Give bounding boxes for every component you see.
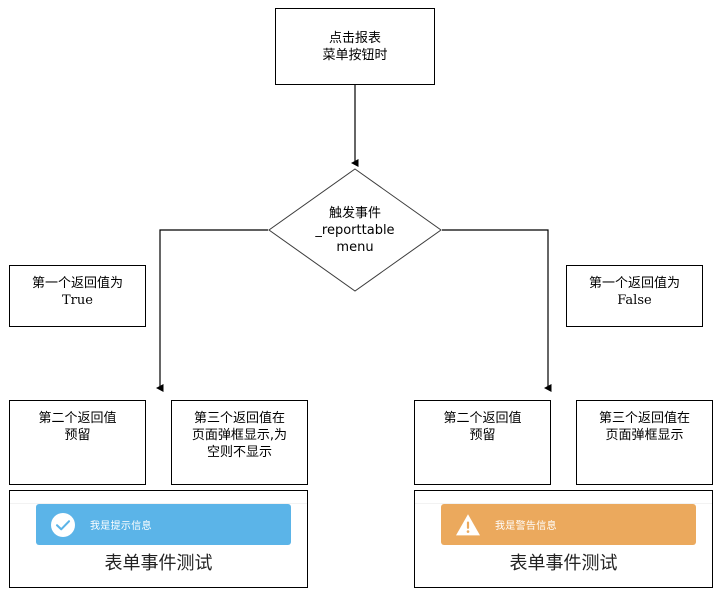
screenshot-panel-info: 我是提示信息 表单事件测试	[9, 490, 308, 588]
screenshot-warning-divider	[415, 503, 712, 504]
screenshot-panel-warning: 我是警告信息 表单事件测试	[414, 490, 713, 588]
screenshot-warning-title: 表单事件测试	[509, 553, 618, 574]
check-circle-icon	[51, 512, 75, 537]
node-decision: 触发事件 _reporttable menu	[268, 168, 442, 292]
node-right-output-third: 第三个返回值在 页面弹框显示	[576, 400, 713, 485]
toast-warning-text: 我是警告信息	[495, 521, 557, 532]
warning-triangle-icon	[456, 513, 480, 535]
node-start-label: 点击报表 菜单按钮时	[322, 30, 388, 63]
toast-warning[interactable]: 我是警告信息	[441, 504, 696, 545]
connector-decision-to-right	[442, 229, 552, 392]
connector-decision-to-left	[156, 229, 268, 392]
node-right-output-second: 第二个返回值 预留	[414, 400, 551, 485]
toast-info-text: 我是提示信息	[90, 521, 152, 532]
node-decision-label: 触发事件 _reporttable menu	[315, 205, 395, 255]
node-left-output-third-label: 第三个返回值在 页面弹框显示,为 空则不显示	[191, 411, 288, 460]
screenshot-warning-body: 我是警告信息 表单事件测试	[415, 491, 712, 587]
node-right-output-third-label: 第三个返回值在 页面弹框显示	[598, 411, 690, 443]
decision-shape	[268, 168, 442, 292]
node-right-output-second-label: 第二个返回值 预留	[443, 411, 522, 443]
node-left-output-second: 第二个返回值 预留	[9, 400, 146, 485]
screenshot-info-divider	[10, 503, 307, 504]
node-left-output-second-label: 第二个返回值 预留	[38, 411, 117, 443]
screenshot-info-title: 表单事件测试	[104, 553, 213, 574]
toast-info[interactable]: 我是提示信息	[36, 504, 291, 545]
node-start: 点击报表 菜单按钮时	[275, 8, 435, 85]
node-left-output-third: 第三个返回值在 页面弹框显示,为 空则不显示	[171, 400, 308, 485]
screenshot-info-body: 我是提示信息 表单事件测试	[10, 491, 307, 587]
